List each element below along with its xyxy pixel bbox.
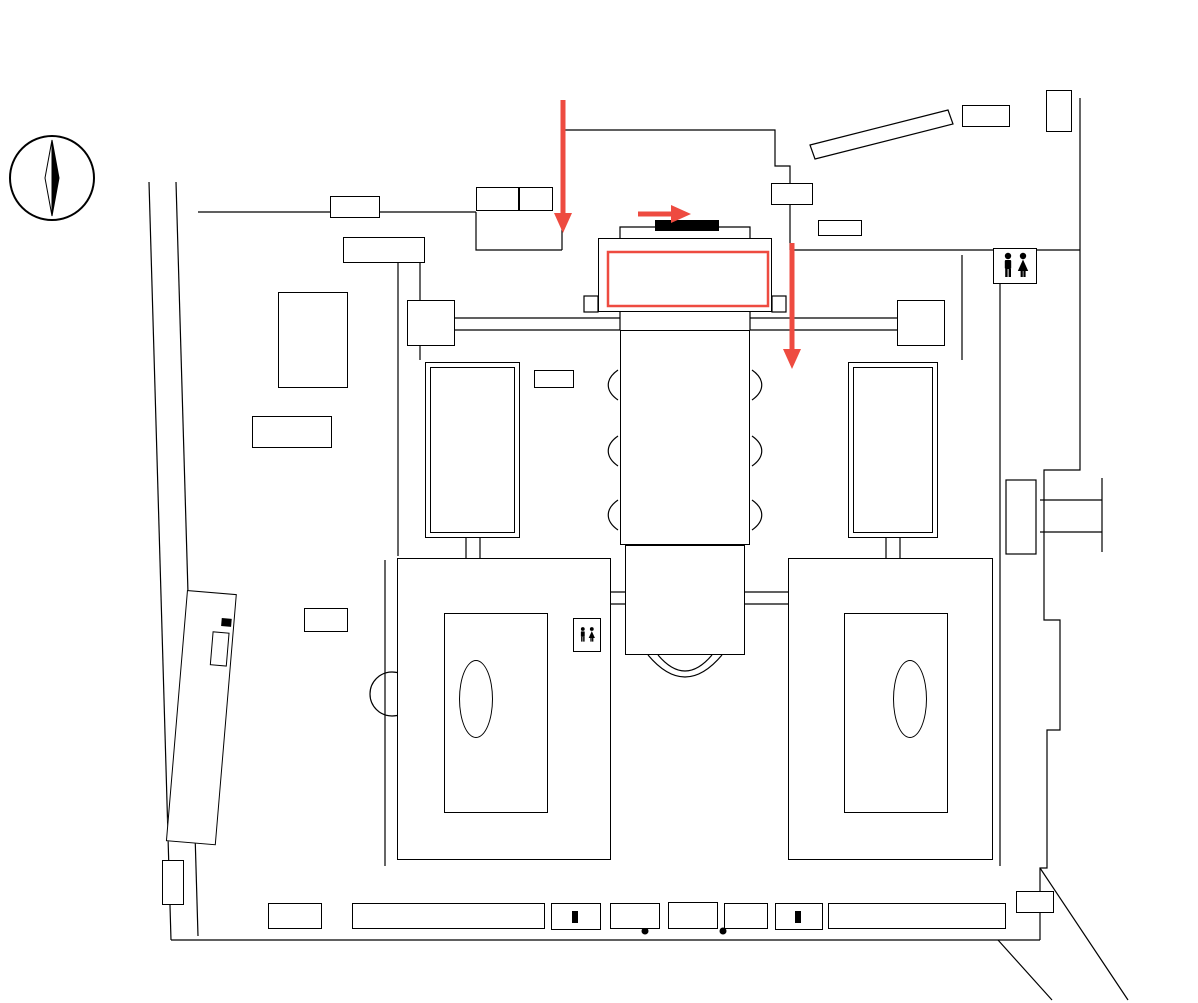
gate-7-box: [519, 187, 553, 211]
front-w1-link: [611, 591, 625, 605]
central-hall-structure: [620, 330, 750, 545]
restroom-northeast: [993, 248, 1037, 284]
gate-marker: [794, 910, 801, 923]
e2-e1-link: [885, 538, 901, 558]
front-hall-portico-inner: [657, 654, 713, 672]
gate-2-box: [775, 903, 823, 930]
office-building-north-structure: [343, 237, 425, 263]
front-hall-structure: [625, 545, 745, 655]
nw-pavilion-box: [407, 300, 455, 346]
friendship-east-wing: [771, 295, 787, 313]
front-e1-link: [745, 591, 788, 605]
restroom-icon: [580, 627, 595, 642]
front-hall-portico-outer: [647, 654, 723, 678]
restroom-central: [573, 618, 601, 652]
north-plaza-outline: [561, 129, 791, 250]
solid-marks: [641, 220, 727, 935]
gate-3-box: [551, 903, 601, 930]
west-court-pond: [459, 660, 493, 738]
road-dot-2: [719, 927, 727, 935]
compass-rose: [9, 135, 95, 221]
road-dot-1: [641, 927, 649, 935]
north-entrance-drive: [475, 212, 562, 251]
admin-building-box: [534, 370, 574, 388]
east-colonnade: [750, 317, 897, 331]
hall-w2-inner-wall: [430, 367, 515, 533]
west-colonnade: [455, 317, 620, 331]
south-sidewalk-strip: [828, 903, 1006, 929]
restroom-icon: [1004, 252, 1029, 277]
building-mark: [221, 618, 232, 627]
friendship-hall-structure: [598, 238, 772, 312]
w2-w1-link: [465, 538, 481, 558]
gate-w6-box: [330, 196, 380, 218]
friendship-west-wing: [583, 295, 599, 313]
weihai-road-edge-2: [997, 939, 1053, 1001]
northeast-slanted-building: [809, 109, 954, 160]
gate-8-box: [771, 183, 813, 205]
gate-0-box: [668, 902, 718, 929]
garage-building-box: [209, 631, 230, 667]
central-hall-west-stairs: [607, 369, 619, 531]
south-sidewalk-strip: [352, 903, 545, 929]
central-hall-east-stairs: [751, 369, 763, 531]
friendship-central-link: [619, 312, 751, 330]
gate-1-box: [1016, 891, 1054, 913]
east-gate-structure-lines: [1040, 478, 1103, 552]
flower-bed-box: [818, 220, 862, 236]
gate-4-box: [268, 903, 322, 929]
hall-e2-inner-wall: [853, 367, 933, 533]
hall-e1-structure: [788, 558, 993, 860]
weihai-road-edge-1: [1039, 867, 1129, 1001]
east-boundary-stepped: [1039, 250, 1081, 940]
office-building-south-structure: [252, 416, 332, 448]
hall-w2-structure: [425, 362, 520, 538]
west-court-yard: [444, 613, 548, 813]
south-sidewalk-strip: [724, 903, 768, 929]
east-gate-structure: [1005, 479, 1037, 555]
mixed-use-label-en: [195, 675, 209, 838]
gate-5-box: [162, 860, 184, 905]
gate-marker: [571, 910, 578, 923]
gate-e6-box: [476, 187, 519, 211]
east-court-yard: [844, 613, 948, 813]
ne-pavilion-box: [897, 300, 945, 346]
hall-e2-structure: [848, 362, 938, 538]
gate-9-box: [962, 105, 1010, 127]
hall-w1-structure: [397, 558, 611, 860]
south-sidewalk-strip: [610, 903, 660, 929]
office-building-main: [278, 292, 348, 388]
east-court-pond: [893, 660, 927, 738]
gate-9-vertical-box: [1046, 90, 1072, 132]
garage-road-box: [304, 608, 348, 632]
friendship-facade-colonnade: [655, 220, 719, 231]
